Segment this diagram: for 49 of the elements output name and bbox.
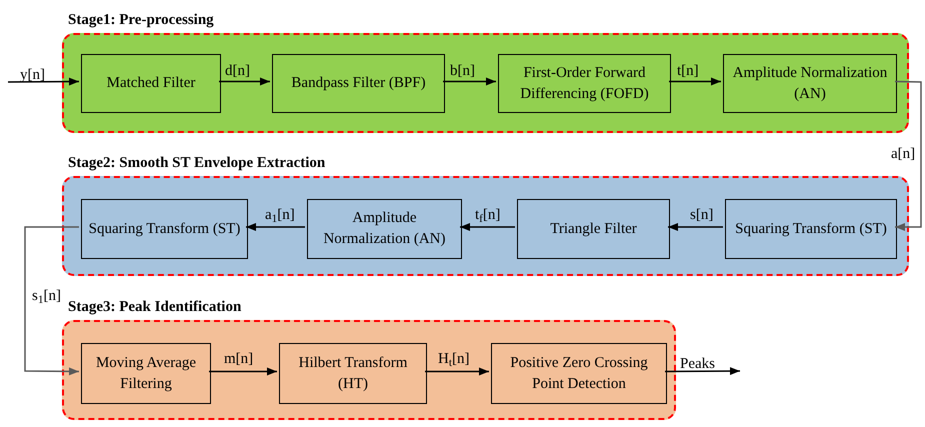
process-box <box>725 199 897 259</box>
edge-label: s[n] <box>690 206 714 224</box>
arrow <box>460 223 515 231</box>
arrow <box>425 368 489 376</box>
box-text: Amplitude Normalization (AN) <box>732 64 888 104</box>
process-box <box>307 199 462 259</box>
box-text: Matched Filter <box>106 74 196 93</box>
arrow <box>894 80 922 231</box>
edge-label: H$_{t}$[n] <box>438 350 470 368</box>
arrow <box>443 78 496 86</box>
process-box <box>272 54 445 113</box>
arrow <box>8 78 79 86</box>
box-text: Moving Average Filtering <box>94 354 198 394</box>
box-text: Triangle Filter <box>550 220 637 238</box>
box-text: Squaring Transform (ST) <box>735 220 887 238</box>
edge-label: a[n] <box>891 145 916 163</box>
arrow <box>668 223 723 231</box>
box-text: Squaring Transform (ST) <box>88 220 240 238</box>
process-box <box>279 343 427 404</box>
edge-label: t[n] <box>677 62 699 80</box>
edge-label: a$_{1}$[n] <box>265 206 295 224</box>
stage-heading: Stage2: Smooth ST Envelope Extraction <box>68 154 326 173</box>
arrow <box>24 226 79 376</box>
edge-label: t$_{f}$[n] <box>475 206 500 224</box>
process-box <box>81 199 248 259</box>
edge-label: s$_{1}$[n] <box>32 287 61 305</box>
process-box <box>517 199 670 259</box>
process-box <box>498 54 671 113</box>
edge-label: b[n] <box>450 62 475 80</box>
box-text: Amplitude Normalization (AN) <box>322 209 447 249</box>
edge-label: m[n] <box>224 350 254 368</box>
stage-heading: Stage3: Peak Identification <box>68 298 242 317</box>
box-text: Bandpass Filter (BPF) <box>291 74 426 93</box>
stage-heading: Stage1: Pre-processing <box>68 11 214 30</box>
box-text: Positive Zero Crossing Point Detection <box>509 354 649 394</box>
box-text: Hilbert Transform (HT) <box>298 354 408 394</box>
process-box <box>491 343 667 404</box>
arrow <box>209 368 277 376</box>
edge-label: Peaks <box>680 355 715 373</box>
arrow <box>665 367 740 376</box>
box-text: First-Order Forward Differencing (FOFD) <box>519 64 650 104</box>
process-box <box>81 54 221 113</box>
process-box <box>81 343 211 404</box>
edge-label: d[n] <box>225 62 250 80</box>
arrow <box>246 223 305 231</box>
arrow <box>669 78 721 86</box>
process-box <box>723 54 897 113</box>
edge-label: y[n] <box>20 66 45 84</box>
arrow <box>219 78 270 86</box>
